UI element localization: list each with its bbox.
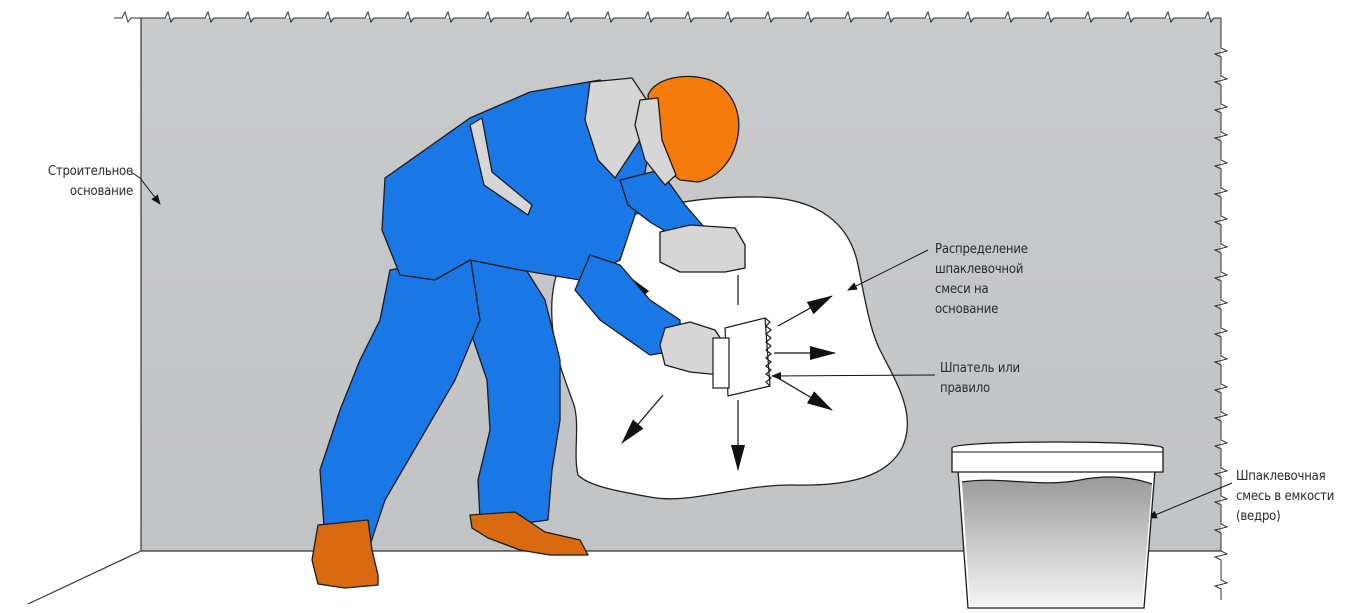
label-construction-base: Строительное основание	[18, 162, 133, 202]
label-line: основание	[18, 182, 133, 202]
bucket	[952, 442, 1163, 608]
spatula-handle	[713, 338, 729, 388]
bucket-contents	[962, 477, 1152, 606]
label-line: смеси на	[935, 280, 1028, 300]
spatula-blade	[725, 318, 770, 396]
worker-boot-front	[312, 520, 378, 588]
bucket-rim	[952, 442, 1163, 472]
label-line: шпаклевочной	[935, 260, 1028, 280]
label-line: правило	[940, 379, 1020, 399]
worker-glove-upper	[660, 225, 745, 272]
label-distribution: Распределение шпаклевочной смеси на осно…	[935, 240, 1028, 320]
label-line: смесь в емкости	[1236, 487, 1334, 507]
label-line: Шпаклевочная	[1236, 467, 1334, 487]
label-bucket: Шпаклевочная смесь в емкости (ведро)	[1236, 467, 1334, 527]
label-line: основание	[935, 300, 1028, 320]
label-line: Распределение	[935, 240, 1028, 260]
label-spatula: Шпатель или правило	[940, 359, 1020, 399]
label-line: (ведро)	[1236, 507, 1334, 527]
label-line: Строительное	[18, 162, 133, 182]
floor-corner-line	[28, 551, 141, 604]
label-line: Шпатель или	[940, 359, 1020, 379]
